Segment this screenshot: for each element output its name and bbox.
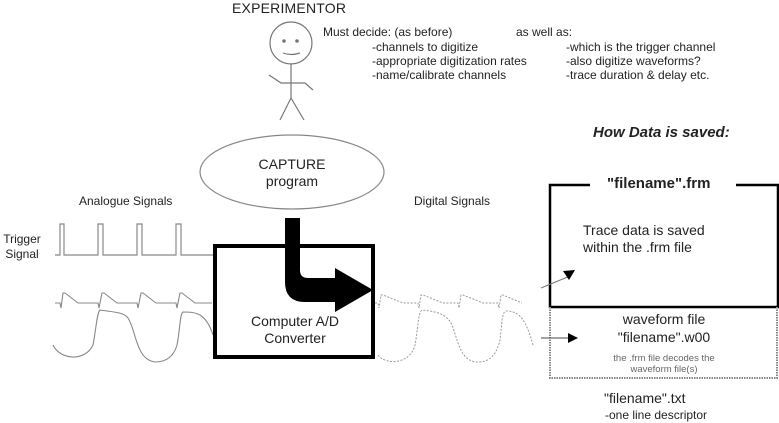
analogue-slow-wave	[52, 309, 214, 363]
decision-item: -appropriate digitization rates	[372, 54, 527, 68]
waveform-pointer-arrow	[541, 333, 578, 343]
waveform-filename: "filename".w00	[617, 329, 711, 345]
capture-program-ellipse	[199, 134, 385, 210]
analogue-spike-wave	[55, 292, 212, 309]
frm-pointer-arrow	[540, 270, 575, 289]
trigger-signal-label: Trigger Signal	[0, 232, 44, 262]
decision-item: -trace duration & delay etc.	[566, 68, 710, 82]
trigger-label-line2: Signal	[5, 247, 39, 261]
as-well-as-label: as well as:	[516, 25, 573, 39]
trigger-label-line1: Trigger	[3, 232, 41, 246]
converter-label-line2: Converter	[264, 330, 326, 346]
decision-item: -also digitize waveforms?	[566, 54, 701, 68]
decision-item: -channels to digitize	[372, 40, 479, 54]
frm-desc-line1: Trace data is saved	[583, 222, 705, 238]
capture-label-line2: program	[265, 173, 319, 189]
stick-figure-icon	[268, 21, 314, 121]
capture-label-line1: CAPTURE	[258, 156, 326, 172]
trigger-signal-wave	[55, 223, 213, 256]
experimentor-title: EXPERIMENTOR	[232, 0, 347, 16]
decision-item: -name/calibrate channels	[372, 68, 507, 82]
capture-to-digital-arrow	[285, 218, 373, 312]
how-data-saved-heading: How Data is saved:	[593, 124, 730, 141]
converter-label-line1: Computer A/D	[251, 313, 339, 329]
ad-converter-label: Computer A/D Converter	[225, 313, 365, 347]
txt-description: -one line descriptor	[605, 408, 708, 422]
frm-description: Trace data is saved within the .frm file	[583, 222, 705, 256]
waveform-note-line2: waveform file(s)	[630, 364, 698, 375]
frm-file-box	[548, 183, 779, 309]
analogue-signals-label: Analogue Signals	[79, 194, 173, 208]
waveform-note-line1: the .frm file decodes the	[613, 353, 715, 364]
digital-signals-label: Digital Signals	[414, 194, 491, 208]
waveform-file-title: waveform file	[622, 311, 706, 327]
decision-list-left: -channels to digitize -appropriate digit…	[372, 40, 527, 82]
digital-slow-wave	[377, 309, 534, 363]
txt-filename: "filename".txt	[604, 390, 686, 406]
capture-program-label: CAPTURE program	[232, 156, 352, 190]
frm-filename: "filename".frm	[601, 175, 717, 192]
frm-desc-line2: within the .frm file	[583, 239, 692, 255]
waveform-file-box	[549, 307, 778, 379]
decision-list-right: -which is the trigger channel -also digi…	[566, 40, 715, 82]
decision-item: -which is the trigger channel	[566, 40, 716, 54]
waveform-note: the .frm file decodes the waveform file(…	[550, 353, 778, 375]
digital-spike-wave	[375, 294, 523, 309]
must-decide-label: Must decide: (as before)	[323, 25, 453, 39]
